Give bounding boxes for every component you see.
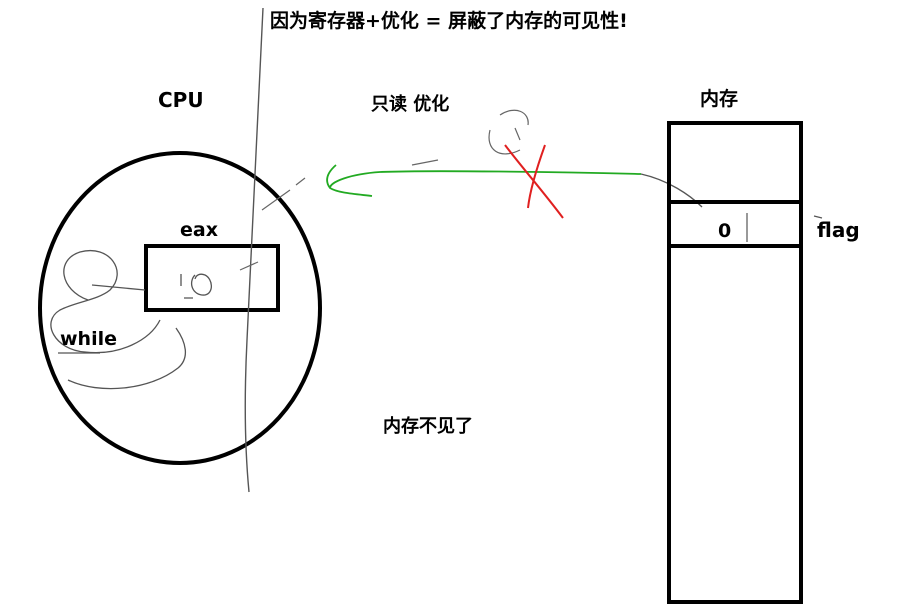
memory-label: 内存 <box>700 88 739 110</box>
red-cross <box>504 144 564 219</box>
flag-value: 0 <box>718 220 732 242</box>
cpu-ellipse <box>38 151 322 465</box>
cpu-label: CPU <box>158 88 204 112</box>
memory-invisible-label: 内存不见了 <box>383 416 473 437</box>
eax-register-box <box>144 244 280 312</box>
while-loop-scribble <box>50 249 186 390</box>
eax-label: eax <box>180 219 218 241</box>
register-scribble <box>180 273 213 299</box>
while-label: while <box>60 328 117 350</box>
readonly-optimize-label: 只读 优化 <box>371 94 450 115</box>
divider-line <box>244 7 264 493</box>
pencil-marks <box>411 109 529 166</box>
register-dashed-stroke <box>239 177 306 271</box>
memory-column <box>667 121 803 604</box>
flag-label: flag <box>817 218 860 242</box>
green-read-arrow <box>326 164 642 197</box>
flag-tick <box>813 215 823 219</box>
diagram-title: 因为寄存器+优化 = 屏蔽了内存的可见性! <box>270 10 628 32</box>
